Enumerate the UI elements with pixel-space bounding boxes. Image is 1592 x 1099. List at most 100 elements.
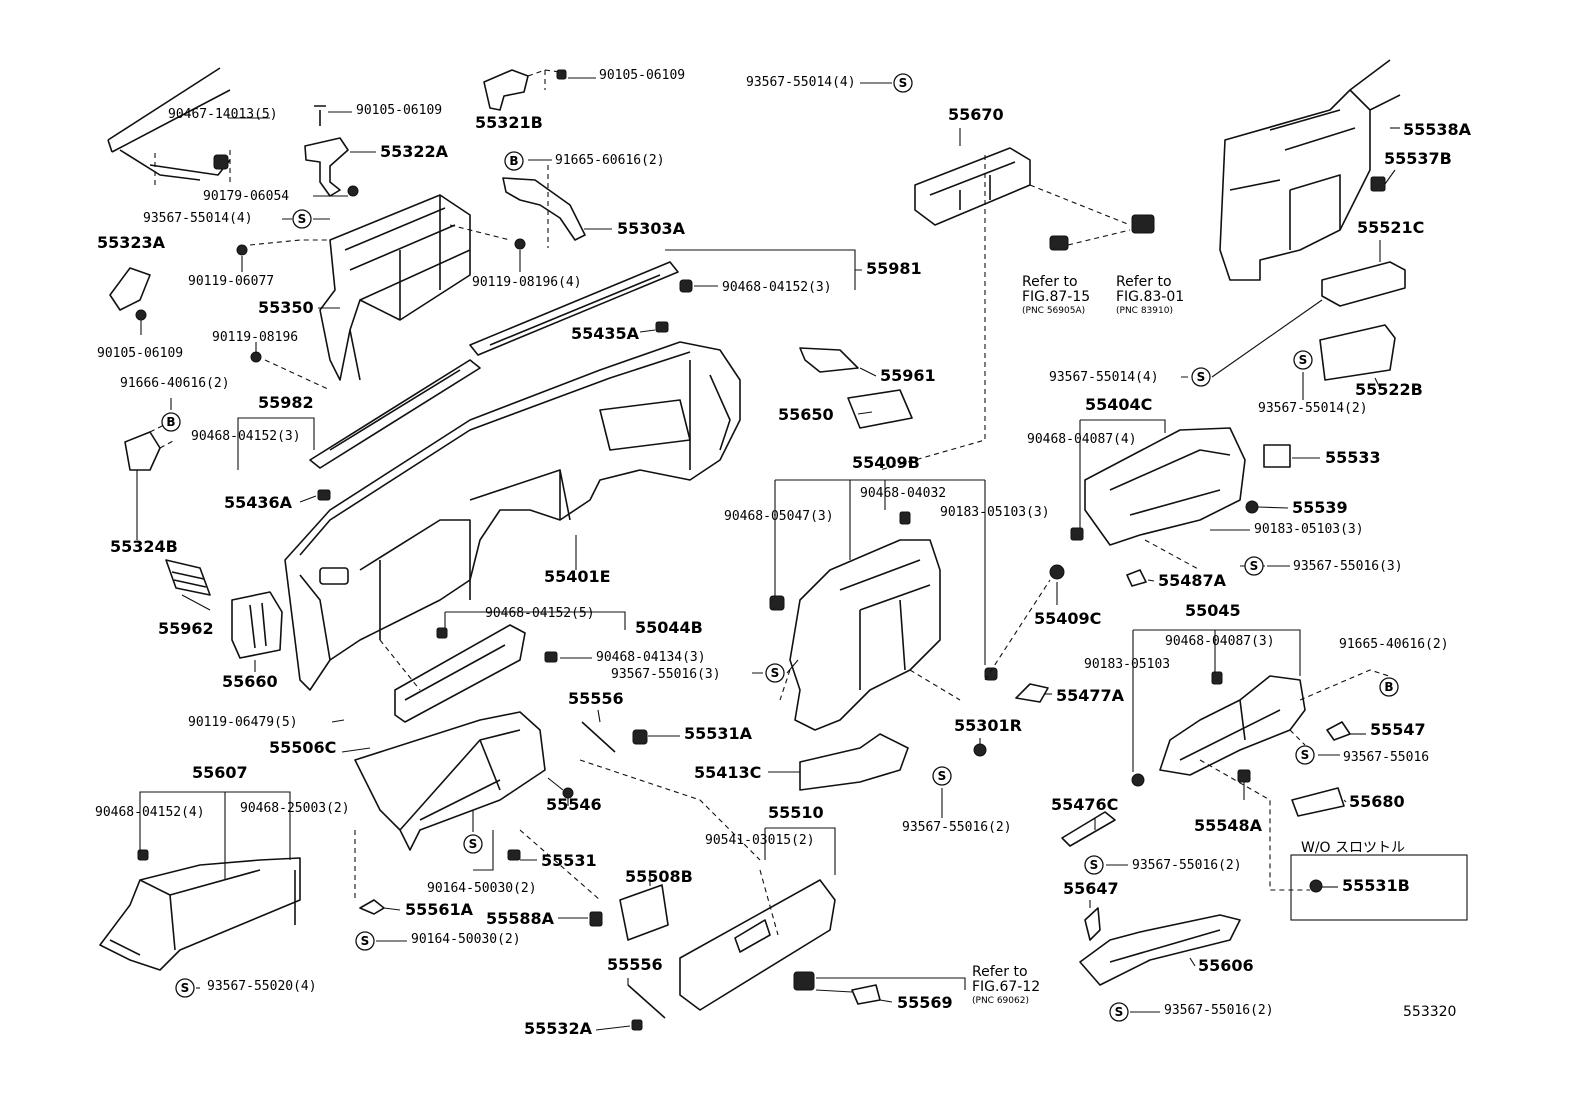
marker-s-m05: S [1191, 367, 1211, 387]
part-label-l55: 55588A [486, 909, 555, 928]
marker-s-m14: S [355, 931, 375, 951]
part-label-l72: 55533 [1325, 448, 1381, 467]
part-defroster [309, 261, 693, 469]
part-label-l36: 55409B [852, 453, 920, 472]
part-label-l63: 55477A [1056, 686, 1125, 705]
marker-circle [1191, 367, 1211, 387]
part-label-l52: 90164-50030(2) [427, 881, 537, 896]
part-label-l09: 55323A [97, 233, 166, 252]
marker-circle [1109, 1002, 1129, 1022]
part-label-l05: 55322A [380, 142, 449, 161]
refer-pnc: (PNC 83910) [1116, 306, 1173, 316]
marker-circle [893, 73, 913, 93]
part-label-l62: 55409C [1034, 609, 1101, 628]
part-55322A [304, 105, 359, 197]
marker-letter: B [509, 154, 518, 168]
part-55680 [1291, 787, 1345, 817]
part-label-l03: 90105-06109 [356, 103, 442, 118]
part-55588A [589, 911, 603, 927]
part-55670 [879, 147, 1155, 471]
part-label-l10: 55303A [617, 219, 686, 238]
marker-letter: S [298, 212, 307, 226]
part-label-l29: 93567-55014(4) [746, 75, 856, 90]
part-label-l65: 55537B [1384, 149, 1452, 168]
refer-line: Refer to [1116, 274, 1172, 290]
part-label-l26: 90468-04152(4) [95, 805, 205, 820]
marker-letter: B [1384, 680, 1393, 694]
part-55409C [1049, 564, 1065, 580]
part-55650 [847, 389, 913, 429]
part-label-l20: 55324B [110, 537, 178, 556]
part-label-l91: 93567-55016(2) [1164, 1003, 1274, 1018]
part-label-l33: 55435A [571, 324, 640, 343]
marker-letter: S [469, 837, 478, 851]
artwork [99, 59, 1468, 1031]
part-55506C [354, 711, 546, 851]
marker-circle [1084, 855, 1104, 875]
refer-line: FIG.67-12 [972, 979, 1040, 995]
part-55522B [1319, 324, 1396, 381]
part-label-l32: 90468-04152(3) [722, 280, 832, 295]
part-label-l68: 55522B [1355, 380, 1423, 399]
part-55556-top [581, 721, 616, 753]
part-label-l60: 55301R [954, 716, 1022, 735]
part-55303A [502, 165, 586, 248]
part-label-l08: 93567-55014(4) [143, 211, 253, 226]
part-55324B [124, 421, 176, 540]
part-label-l78: 90468-04087(3) [1165, 634, 1275, 649]
marker-letter: S [181, 981, 190, 995]
part-label-l89: 55647 [1063, 879, 1119, 898]
part-labels: 90105-0610990467-14013(5)90105-061095532… [95, 68, 1472, 1038]
marker-circle [161, 412, 181, 432]
wo-option-box [1290, 854, 1468, 921]
marker-letter: S [899, 76, 908, 90]
part-label-l73: 55539 [1292, 498, 1348, 517]
part-55350 [236, 194, 526, 391]
part-label-l28: 93567-55020(4) [207, 979, 317, 994]
part-55508B [619, 884, 669, 941]
part-label-l14: 90119-08196 [212, 330, 298, 345]
part-label-l02: 90467-14013(5) [168, 107, 278, 122]
part-label-l87: W/O スロツトル [1301, 840, 1405, 856]
part-label-l50: 90541-03015(2) [705, 833, 815, 848]
part-55321B [483, 69, 567, 111]
marker-circle [1244, 556, 1264, 576]
dash-corner-detail [107, 67, 231, 185]
part-label-l81: 55547 [1370, 720, 1426, 739]
marker-letter: S [1301, 748, 1310, 762]
part-label-l18: 90468-04152(3) [191, 429, 301, 444]
part-55435A [655, 321, 669, 333]
part-label-l64: 55538A [1403, 120, 1472, 139]
part-55531A [632, 729, 648, 745]
marker-letter: S [1299, 353, 1308, 367]
part-55556-lower [627, 984, 666, 1019]
part-label-l19: 55436A [224, 493, 293, 512]
marker-letter: S [771, 666, 780, 680]
marker-b-m04: B [161, 412, 181, 432]
marker-circle [292, 209, 312, 229]
part-55301R [973, 743, 987, 757]
marker-circle [1379, 677, 1399, 697]
marker-s-m12: S [463, 834, 483, 854]
marker-s-m13: S [1084, 855, 1104, 875]
part-label-l30: 55670 [948, 105, 1004, 124]
part-label-l21: 55962 [158, 619, 214, 638]
marker-letter: S [1115, 1005, 1124, 1019]
part-label-l44: 93567-55016(3) [611, 667, 721, 682]
part-55538A [1219, 59, 1401, 281]
marker-s-m16: S [1109, 1002, 1129, 1022]
part-label-l69: 93567-55014(2) [1258, 401, 1368, 416]
marker-circle [765, 663, 785, 683]
part-label-l45: 55556 [568, 689, 624, 708]
marker-s-m15: S [175, 978, 195, 998]
part-55561A [359, 899, 385, 915]
marker-letter: B [166, 415, 175, 429]
part-55531B [1309, 879, 1323, 893]
marker-s-m08: S [765, 663, 785, 683]
part-label-l82: 93567-55016 [1343, 750, 1429, 765]
part-label-l84: 55680 [1349, 792, 1405, 811]
part-label-l80: 90183-05103 [1084, 657, 1170, 672]
marker-circle [355, 931, 375, 951]
